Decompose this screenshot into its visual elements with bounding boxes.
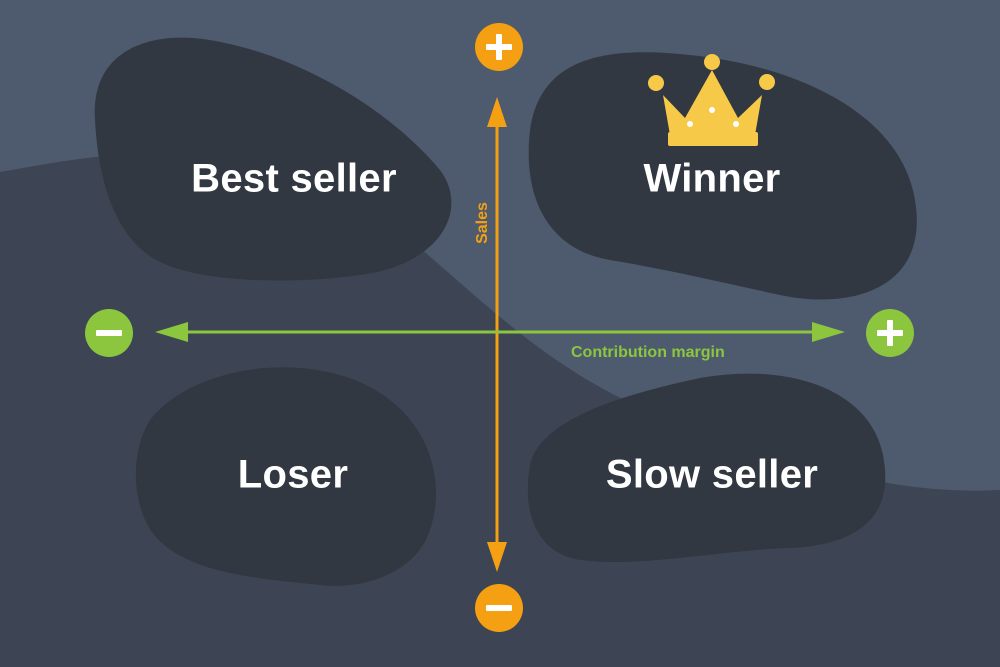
vertical-axis-arrow-up (487, 97, 507, 127)
horizontal-axis-arrow-right (812, 322, 845, 342)
minus-icon-left (85, 309, 133, 357)
vertical-axis (487, 97, 507, 572)
blob-winner (528, 52, 917, 300)
quadrant-label-winner: Winner (643, 156, 781, 201)
minus-icon-bottom (475, 584, 523, 632)
horizontal-axis-arrow-left (155, 322, 188, 342)
plus-icon-top (475, 23, 523, 71)
blob-loser (135, 367, 436, 586)
quadrant-label-loser: Loser (237, 452, 349, 497)
quadrant-label-best-seller: Best seller (191, 156, 397, 201)
vertical-axis-label: Sales (474, 202, 491, 244)
quadrant-label-slow-seller: Slow seller (605, 452, 819, 497)
crown-icon (648, 54, 775, 146)
vertical-axis-arrow-down (487, 542, 507, 572)
blob-best-seller (94, 37, 452, 281)
blob-slow-seller (527, 373, 886, 563)
plus-icon-right (866, 309, 914, 357)
horizontal-axis-label: Contribution margin (571, 344, 725, 361)
horizontal-axis (155, 322, 845, 342)
